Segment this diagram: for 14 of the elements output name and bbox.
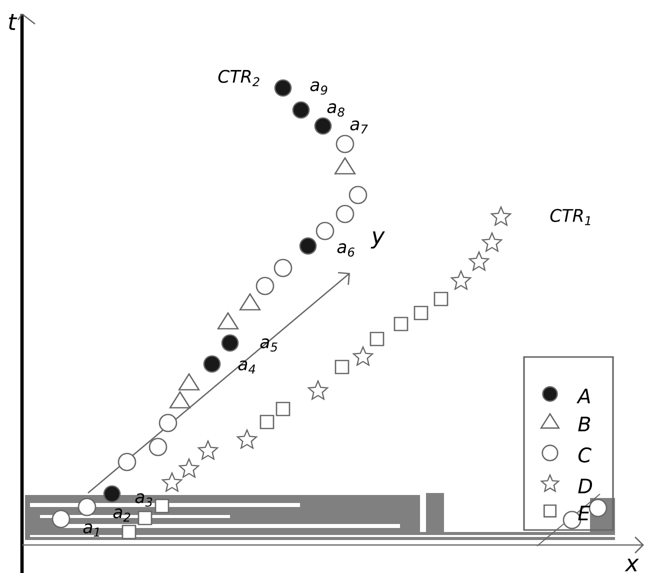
point-label: a$_{4}$ [238,360,256,374]
legend-label: A [576,388,590,404]
axis-label: y [370,231,385,249]
axis-label: x [624,558,639,572]
legend-label: D [578,478,592,494]
point-label: a$_{6}$ [337,243,354,257]
legend-label: B [578,416,590,432]
legend-label: C [578,447,592,463]
point-label: a$_{7}$ [350,120,368,134]
axis-label: t [9,14,18,30]
curve-label: CTR$_{2}$ [218,70,260,86]
point-label: a$_{9}$ [310,81,328,95]
curve-label: CTR$_{1}$ [550,208,590,226]
point-label: a$_{8}$ [327,103,344,117]
